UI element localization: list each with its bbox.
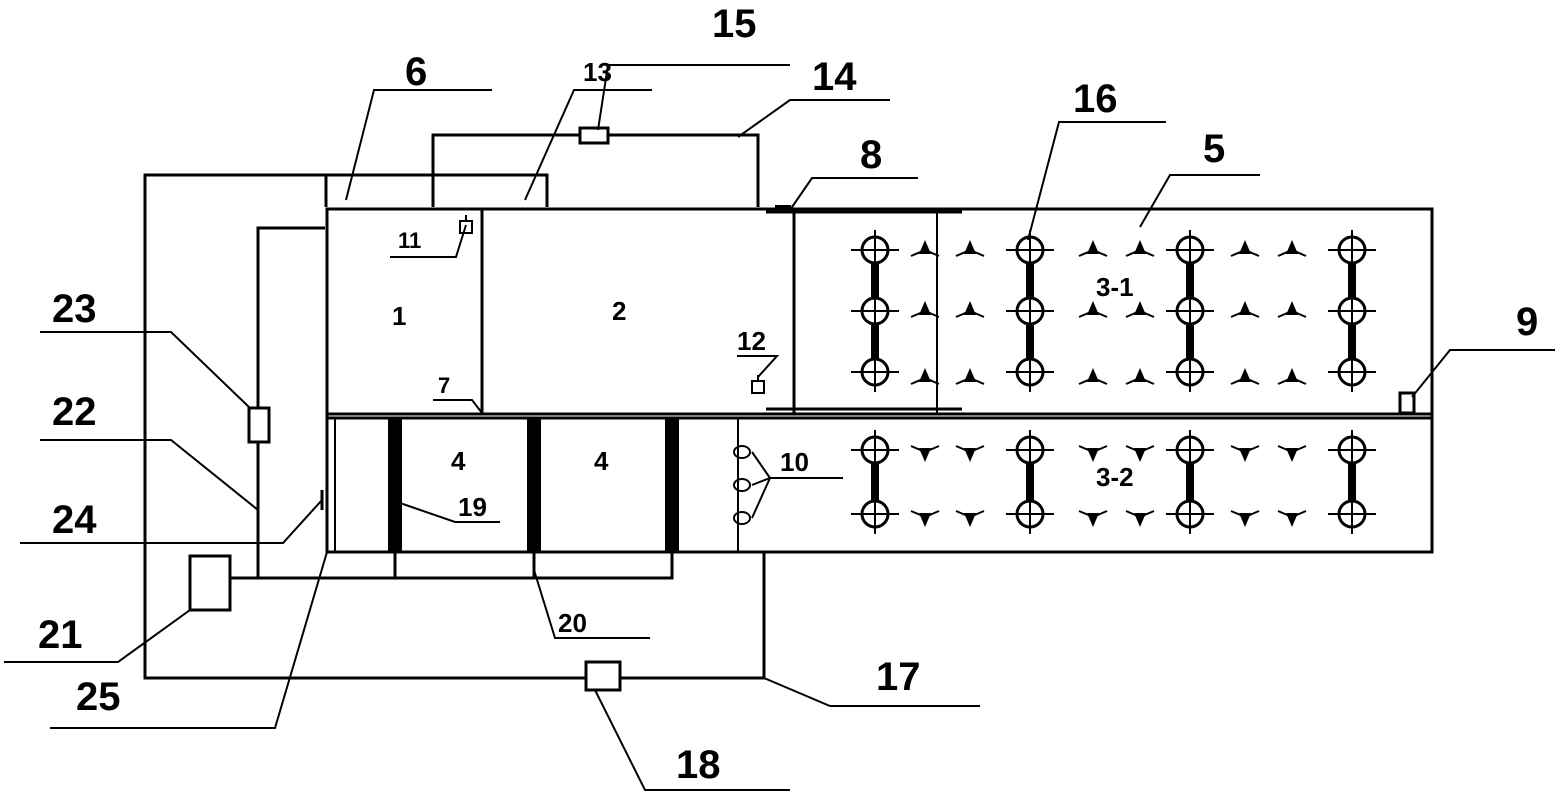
label-12: 12	[737, 326, 766, 356]
valve-8	[775, 205, 791, 213]
plant-icon	[1078, 368, 1108, 385]
aerator-icon	[1006, 352, 1054, 392]
label-10: 10	[780, 447, 809, 477]
plant-icon	[1230, 368, 1260, 385]
plant-icon	[1230, 445, 1260, 462]
label-1: 1	[392, 301, 406, 331]
aerator-icon	[1166, 352, 1214, 392]
plant-icon	[1277, 240, 1307, 257]
plant-icon	[1277, 510, 1307, 527]
plant-icon	[1125, 240, 1155, 257]
plant-icon	[1078, 301, 1108, 318]
aerator-icon	[851, 291, 899, 331]
plant-icon	[1277, 368, 1307, 385]
tank-2	[480, 207, 796, 416]
label-4a: 4	[451, 446, 466, 476]
plant-icon	[1078, 510, 1108, 527]
plant-icon	[1078, 240, 1108, 257]
plant-icon	[1125, 510, 1155, 527]
aerator-icon	[1166, 494, 1214, 534]
aerator-icon	[1328, 230, 1376, 270]
plant-icon	[1230, 301, 1260, 318]
callout-14: 14	[812, 55, 857, 99]
plant-icon	[955, 240, 985, 257]
openings-10	[733, 445, 771, 525]
aerator-icon	[851, 352, 899, 392]
callout-16: 16	[1073, 77, 1118, 121]
aerator-icon	[1006, 230, 1054, 270]
aerator-icon	[1006, 494, 1054, 534]
plant-icon	[955, 445, 985, 462]
aerator-icon	[851, 230, 899, 270]
sensor-9	[1398, 391, 1416, 415]
plant-icon	[910, 301, 940, 318]
callout-18: 18	[676, 743, 721, 787]
probe-11	[459, 215, 473, 234]
aerator-icon	[1006, 291, 1054, 331]
aerator-icon	[1328, 291, 1376, 331]
aerator-icon	[851, 494, 899, 534]
aerator-icon	[1166, 230, 1214, 270]
label-3-2: 3-2	[1096, 462, 1134, 492]
label-20: 20	[558, 608, 587, 638]
aerator-icon	[1006, 430, 1054, 470]
callout-22: 22	[52, 390, 97, 434]
label-19: 19	[458, 492, 487, 522]
callout-25: 25	[76, 675, 121, 719]
device-23	[247, 406, 271, 444]
callout-24: 24	[52, 498, 97, 542]
label-11: 11	[398, 228, 421, 253]
aerator-pipe	[1348, 450, 1356, 514]
label-2: 2	[612, 296, 626, 326]
aerator-icon	[1166, 291, 1214, 331]
callout-6: 6	[405, 50, 427, 94]
aerator-icon	[1166, 430, 1214, 470]
label-4b: 4	[594, 446, 609, 476]
plant-icon	[1230, 240, 1260, 257]
plant-icon	[1125, 301, 1155, 318]
callout-13: 13	[583, 57, 612, 87]
aerator-icon	[1328, 494, 1376, 534]
callout-15: 15	[712, 2, 757, 46]
device-18	[584, 660, 622, 692]
plants-5	[910, 240, 1307, 527]
device-15	[578, 126, 610, 145]
aerator-pipe	[871, 450, 879, 514]
label-3-1: 3-1	[1096, 272, 1134, 302]
callout-9: 9	[1516, 300, 1538, 344]
plant-icon	[1277, 445, 1307, 462]
plant-icon	[910, 445, 940, 462]
plant-icon	[1078, 445, 1108, 462]
filter-wall-3	[665, 417, 679, 553]
aerator-icon	[851, 430, 899, 470]
label-7: 7	[438, 373, 450, 398]
tank-1	[325, 207, 484, 416]
pump-21	[188, 554, 232, 612]
callout-8: 8	[860, 133, 882, 177]
aerator-pipe	[1186, 450, 1194, 514]
callout-23: 23	[52, 287, 97, 331]
plant-icon	[1230, 510, 1260, 527]
aerator-pipe	[1026, 450, 1034, 514]
plant-icon	[955, 510, 985, 527]
filter-wall-2	[527, 417, 541, 553]
plant-icon	[910, 368, 940, 385]
aerator-icon	[1328, 430, 1376, 470]
plant-icon	[955, 301, 985, 318]
callout-5: 5	[1203, 127, 1225, 171]
plant-icon	[1125, 368, 1155, 385]
aerator-icon	[1328, 352, 1376, 392]
filter-wall-1	[388, 417, 402, 553]
aerators-16	[851, 230, 1376, 534]
tank-3-1	[792, 207, 1434, 416]
plant-icon	[1277, 301, 1307, 318]
plant-icon	[910, 240, 940, 257]
callout-17: 17	[876, 655, 921, 699]
plant-icon	[910, 510, 940, 527]
leader-lines	[4, 64, 1555, 791]
callout-21: 21	[38, 613, 83, 657]
plant-icon	[1125, 445, 1155, 462]
plant-icon	[955, 368, 985, 385]
